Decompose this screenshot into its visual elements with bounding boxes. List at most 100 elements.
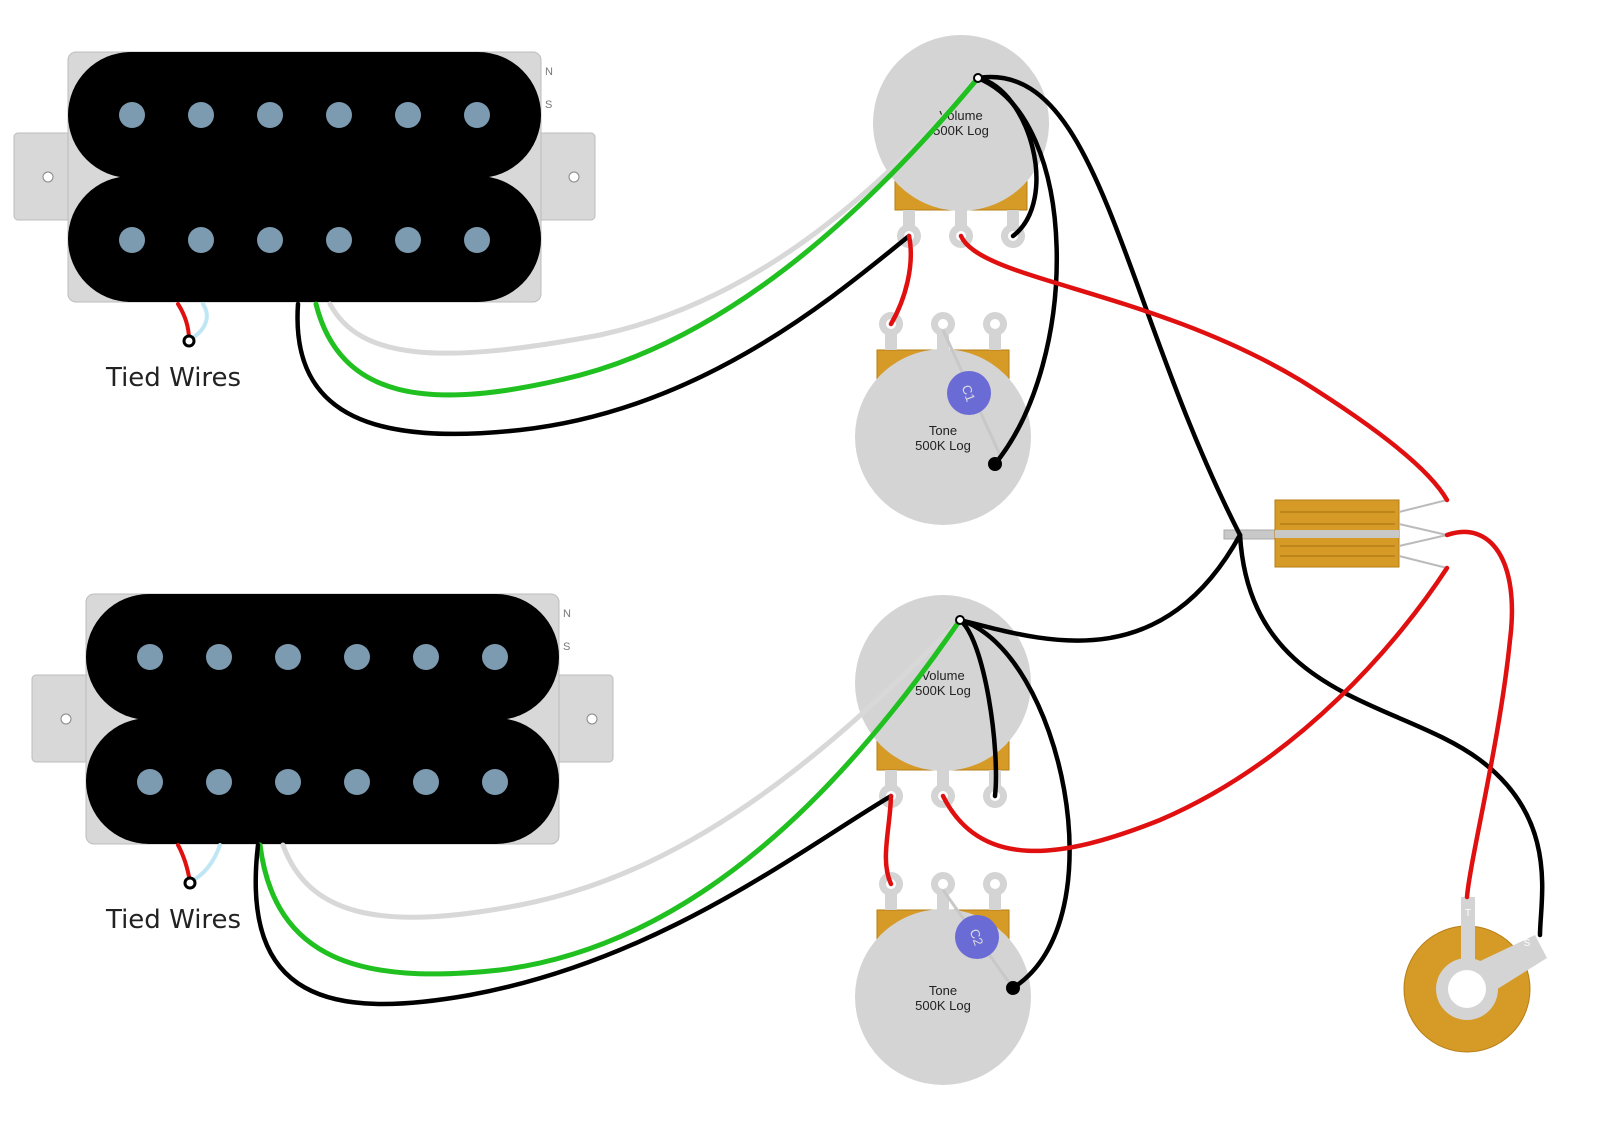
pole-slug-icon: [119, 227, 145, 253]
pole-slug-icon: [275, 769, 301, 795]
wire-black-pickup1: [295, 233, 912, 437]
mounting-ear-right: [552, 674, 614, 763]
capacitor-icon: [955, 915, 999, 959]
lug-hole: [938, 319, 948, 329]
pole-screw-icon: [119, 102, 145, 128]
pole-screw-icon: [413, 644, 439, 670]
tip-lug: [1461, 897, 1475, 977]
pickup-neck: N S: [31, 593, 614, 845]
north-label: N: [545, 66, 553, 78]
wire-red-vol1-switch: [958, 233, 1450, 503]
pole-screw-icon: [344, 644, 370, 670]
wire-black-vol1-tone1-ground: [975, 75, 1060, 467]
pot-value: 500K Log: [915, 998, 971, 1013]
pot-name: Volume: [921, 668, 964, 683]
coil-south: [68, 176, 541, 302]
pot-tone-1: Tone 500K Log C1: [855, 312, 1031, 525]
toggle-switch: [1223, 499, 1448, 569]
pole-slug-icon: [137, 769, 163, 795]
wire-black-jack-sleeve: [1237, 532, 1545, 938]
pole-screw-icon: [395, 102, 421, 128]
pole-screw-icon: [482, 644, 508, 670]
jack-hole: [1448, 970, 1486, 1008]
pole-screw-icon: [257, 102, 283, 128]
pole-slug-icon: [395, 227, 421, 253]
screw-hole-icon: [42, 171, 54, 183]
lug-hole: [938, 879, 948, 889]
pot-value: 500K Log: [933, 123, 989, 138]
pole-slug-icon: [344, 769, 370, 795]
cap-label: C1: [959, 383, 979, 404]
wire-white-pickup1: [327, 75, 981, 356]
solder-point: [988, 457, 1002, 471]
wire-red-tied: [176, 302, 191, 342]
pickup-bridge: N S: [13, 51, 596, 303]
tied-wires-junction: [183, 876, 197, 890]
sleeve-label: S: [1524, 938, 1531, 949]
north-label: N: [563, 608, 571, 620]
pole-screw-icon: [275, 644, 301, 670]
coil-south: [86, 718, 559, 844]
pole-screw-icon: [464, 102, 490, 128]
wire-black-vol2-to-switch: [957, 532, 1243, 643]
solder-point: [955, 615, 965, 625]
wire-black-ground-to-switch: [975, 74, 1243, 538]
pole-slug-icon: [413, 769, 439, 795]
pole-slug-icon: [257, 227, 283, 253]
switch-shaft: [1223, 529, 1277, 540]
pot-name: Tone: [929, 983, 957, 998]
pole-slug-icon: [188, 227, 214, 253]
coil-north: [86, 594, 559, 720]
solder-point: [973, 73, 983, 83]
pole-slug-icon: [464, 227, 490, 253]
tied-wires-label: Tied Wires: [105, 905, 241, 935]
south-label: S: [563, 641, 570, 653]
coil-north: [68, 52, 541, 178]
screw-hole-icon: [60, 713, 72, 725]
wire-red-vol2-tone2: [883, 793, 894, 887]
south-label: S: [545, 99, 552, 111]
wire-red-vol2-switch: [940, 565, 1450, 854]
tied-wires-junction: [182, 334, 196, 348]
switch-blade: [1275, 530, 1399, 538]
wire-black-vol2-ground: [957, 617, 999, 799]
pot-tone-2: Tone 500K Log C2: [855, 872, 1031, 1085]
wire-bare-tied: [188, 843, 222, 884]
screw-hole-icon: [586, 713, 598, 725]
wire-green-pickup2: [257, 617, 963, 977]
wire-green-pickup1: [313, 75, 981, 398]
wire-red-vol1-tone1: [888, 233, 914, 327]
capacitor-icon: [947, 371, 991, 415]
cap-label: C2: [967, 927, 987, 948]
pole-screw-icon: [137, 644, 163, 670]
pole-pieces: [119, 102, 490, 253]
pot-value: 500K Log: [915, 683, 971, 698]
tip-label: T: [1465, 908, 1471, 919]
pole-slug-icon: [206, 769, 232, 795]
pole-pieces: [137, 644, 508, 795]
pot-value: 500K Log: [915, 438, 971, 453]
output-jack: T S: [1403, 897, 1547, 1053]
switch-lugs: [1398, 499, 1448, 569]
pole-screw-icon: [188, 102, 214, 128]
pot-volume-2: Volume 500K Log: [855, 595, 1031, 808]
wire-red-switch-jack-tip: [1444, 529, 1515, 900]
pole-screw-icon: [326, 102, 352, 128]
screw-hole-icon: [568, 171, 580, 183]
wire-black-vol2-tone2-ground: [957, 617, 1072, 991]
wire-white-pickup2: [280, 617, 963, 920]
pole-slug-icon: [326, 227, 352, 253]
wire-black-pickup2: [253, 793, 894, 1007]
pole-slug-icon: [482, 769, 508, 795]
lug-hole: [990, 319, 1000, 329]
pot-name: Tone: [929, 423, 957, 438]
pole-screw-icon: [206, 644, 232, 670]
lug-hole: [990, 879, 1000, 889]
tied-wires-label: Tied Wires: [105, 363, 241, 393]
pot-body: [855, 595, 1031, 771]
pot-volume-1: Volume 500K Log: [873, 35, 1049, 248]
solder-point: [1006, 981, 1020, 995]
wire-red-tied: [176, 843, 192, 884]
mounting-ear-right: [534, 132, 596, 221]
